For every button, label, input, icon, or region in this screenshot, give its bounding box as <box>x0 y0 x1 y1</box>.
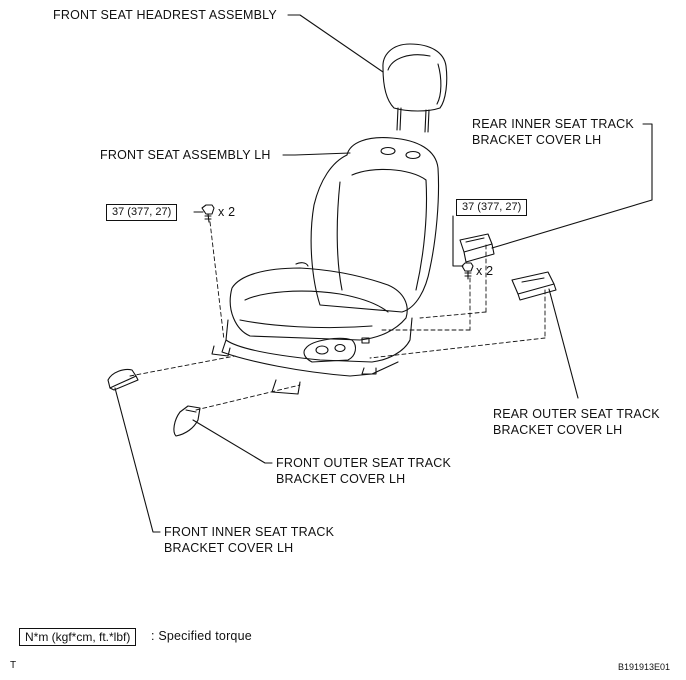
legend-unit-box: N*m (kgf*cm, ft.*lbf) <box>19 628 137 646</box>
figure-code: B191913E01 <box>618 662 671 672</box>
label-headrest: FRONT SEAT HEADREST ASSEMBLY <box>53 8 277 22</box>
bolt-left <box>201 204 215 223</box>
label-front-outer-line1: FRONT OUTER SEAT TRACK <box>276 456 452 470</box>
leader-torque-right <box>452 215 464 267</box>
leader-front-inner <box>114 387 161 533</box>
seat-part <box>211 137 440 395</box>
leader-headrest <box>287 14 384 73</box>
bolt-right <box>461 262 474 280</box>
headrest-part <box>382 43 448 133</box>
corner-letter: T <box>10 660 17 671</box>
label-rear-inner-line2: BRACKET COVER LH <box>472 133 602 147</box>
rear-inner-cover-part <box>459 233 495 263</box>
leader-rear-outer <box>548 288 579 399</box>
label-rear-inner-line1: REAR INNER SEAT TRACK <box>472 117 634 131</box>
torque-qty-right: x 2 <box>476 264 494 278</box>
label-front-inner-line2: BRACKET COVER LH <box>164 541 294 555</box>
label-rear-outer-line2: BRACKET COVER LH <box>493 423 623 437</box>
label-front-inner-line1: FRONT INNER SEAT TRACK <box>164 525 335 539</box>
front-inner-cover-part <box>107 368 139 391</box>
label-rear-outer-line1: REAR OUTER SEAT TRACK <box>493 407 660 421</box>
leader-front-outer <box>192 419 273 464</box>
torque-qty-left: x 2 <box>218 205 236 219</box>
rear-outer-cover-part <box>511 271 557 301</box>
label-seat-assembly: FRONT SEAT ASSEMBLY LH <box>100 148 271 162</box>
front-outer-cover-part <box>173 405 201 437</box>
leader-seat-assembly <box>282 152 351 156</box>
torque-box-right: 37 (377, 27) <box>456 199 528 216</box>
label-front-outer-line2: BRACKET COVER LH <box>276 472 406 486</box>
leader-lines <box>114 14 653 533</box>
torque-box-left: 37 (377, 27) <box>106 204 178 221</box>
legend-description: : Specified torque <box>151 629 252 643</box>
leader-rear-inner <box>491 123 653 249</box>
